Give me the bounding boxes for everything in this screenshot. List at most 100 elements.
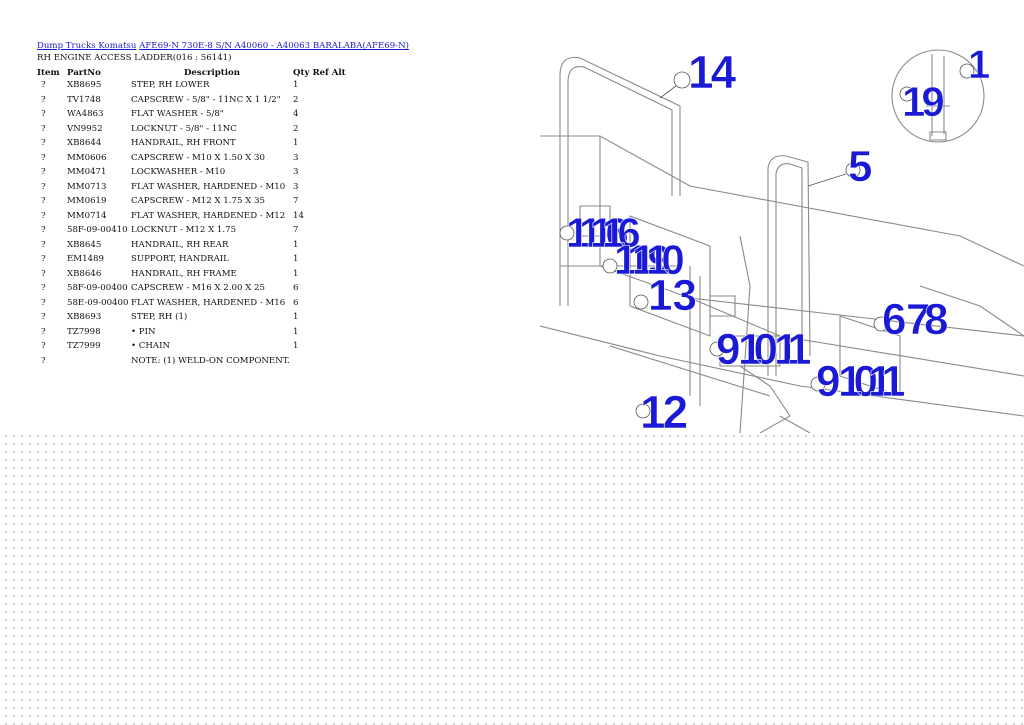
row-qty: 4 (293, 109, 299, 119)
parts-diagram: 14 1 19 5 11 16 16 11 19 10 13 6 7 8 9 1… (540, 43, 1024, 433)
row-qty: 3 (293, 181, 299, 192)
row-partno: XB8644 (67, 138, 102, 148)
row-partno: XB8645 (67, 239, 102, 250)
table-row: ? XB8645 HANDRAIL, RH REAR 1 (37, 240, 346, 255)
row-description: CAPSCREW - 5/8" - 11NC X 1 1/2" (131, 94, 281, 105)
row-item: ? (41, 152, 46, 163)
row-qty: 3 (293, 152, 299, 163)
row-partno: MM0714 (67, 210, 107, 221)
table-row: ? MM0713 FLAT WASHER, HARDENED - M10 3 (37, 182, 346, 197)
row-description: FLAT WASHER, HARDENED - M10 (131, 181, 286, 192)
row-partno: MM0713 (67, 181, 107, 192)
row-description: HANDRAIL, RH REAR (131, 239, 229, 250)
callout-labels: 14 1 19 5 11 16 16 11 19 10 13 6 7 8 9 1… (566, 43, 991, 433)
row-qty: 3 (293, 167, 299, 177)
row-qty: 1 (293, 254, 299, 264)
row-qty: 7 (293, 225, 299, 235)
callout-678: 6 (882, 295, 905, 344)
breadcrumb: Dump Trucks Komatsu AFE69-N 730E-8 S/N A… (37, 41, 409, 51)
row-description: • PIN (131, 326, 156, 337)
row-qty: 1 (293, 312, 299, 322)
callout-14: 14 (688, 46, 737, 98)
table-row: ? WA4863 FLAT WASHER - 5/8" 4 (37, 109, 346, 124)
callout-1-top: 1 (968, 43, 990, 87)
row-qty: 7 (293, 196, 299, 206)
callout-19-top: 19 (902, 78, 943, 125)
table-row: ? NOTE: (1) WELD-ON COMPONENT. (37, 356, 346, 371)
table-header-row: Item PartNo Description Qty Ref Alt (37, 66, 346, 80)
row-item: ? (41, 283, 46, 293)
callout-13: 13 (648, 271, 697, 320)
row-description: CAPSCREW - M12 X 1.75 X 35 (131, 196, 265, 206)
row-description: CAPSCREW - M16 X 2.00 X 25 (131, 283, 265, 293)
row-item: ? (41, 326, 46, 337)
row-qty: 1 (293, 268, 299, 279)
row-item: ? (41, 109, 46, 119)
row-qty: 6 (293, 283, 299, 293)
dotted-background (0, 430, 1024, 725)
row-partno: 58E-09-00400 (67, 297, 129, 308)
row-description: FLAT WASHER - 5/8" (131, 109, 224, 119)
row-item: ? (41, 196, 46, 206)
page-title: RH ENGINE ACCESS LADDER(016 : 56141) (37, 53, 232, 63)
header-item: Item (37, 68, 60, 78)
row-partno: XB8695 (67, 80, 102, 90)
row-item: ? (41, 210, 46, 221)
row-description: HANDRAIL, RH FRONT (131, 138, 236, 148)
row-item: ? (41, 225, 46, 235)
row-item: ? (41, 138, 46, 148)
callout-5: 5 (848, 142, 872, 191)
row-description: STEP, RH LOWER (131, 80, 210, 90)
row-partno: TZ7998 (67, 326, 101, 337)
row-qty: 1 (293, 80, 299, 90)
table-row: ? EM1489 SUPPORT, HANDRAIL 1 (37, 254, 346, 269)
row-partno: TV1748 (67, 94, 101, 105)
parts-table: Item PartNo Description Qty Ref Alt ? XB8… (37, 66, 346, 370)
callout-leaders (559, 63, 975, 419)
breadcrumb-link-category[interactable]: Dump Trucks Komatsu (37, 41, 137, 51)
row-item: ? (41, 123, 46, 134)
row-partno: XB8693 (67, 312, 102, 322)
row-description: • CHAIN (131, 341, 170, 351)
row-item: ? (41, 268, 46, 279)
diagram-linework (540, 49, 1024, 433)
row-partno: 58F-09-00400 (67, 283, 128, 293)
row-item: ? (41, 80, 46, 90)
row-item: ? (41, 94, 46, 105)
row-item: ? (41, 239, 46, 250)
callout-9b: 9 (816, 357, 839, 406)
row-item: ? (41, 355, 46, 366)
callout-9a: 9 (716, 325, 739, 374)
row-partno: MM0471 (67, 167, 107, 177)
row-description: FLAT WASHER, HARDENED - M12 (131, 210, 286, 221)
row-description: HANDRAIL, RH FRAME (131, 268, 237, 279)
row-item: ? (41, 167, 46, 177)
row-partno: 58F-09-00410 (67, 225, 128, 235)
table-row: ? XB8644 HANDRAIL, RH FRONT 1 (37, 138, 346, 153)
row-item: ? (41, 341, 46, 351)
breadcrumb-link-model[interactable]: AFE69-N 730E-8 S/N A40060 - A40063 BARAL… (139, 41, 409, 51)
row-partno: EM1489 (67, 254, 104, 264)
row-qty: 1 (293, 341, 299, 351)
row-qty: 1 (293, 138, 299, 148)
row-description: NOTE: (1) WELD-ON COMPONENT. (131, 355, 290, 366)
row-description: LOCKNUT - 5/8" - 11NC (131, 123, 237, 134)
row-item: ? (41, 254, 46, 264)
row-partno: WA4863 (67, 109, 104, 119)
row-qty: 1 (293, 239, 299, 250)
row-item: ? (41, 181, 46, 192)
row-partno (67, 356, 131, 371)
row-description: SUPPORT, HANDRAIL (131, 254, 229, 264)
callout-8: 8 (924, 295, 948, 344)
row-qty: 6 (293, 297, 299, 308)
row-description: STEP, RH (1) (131, 312, 188, 322)
